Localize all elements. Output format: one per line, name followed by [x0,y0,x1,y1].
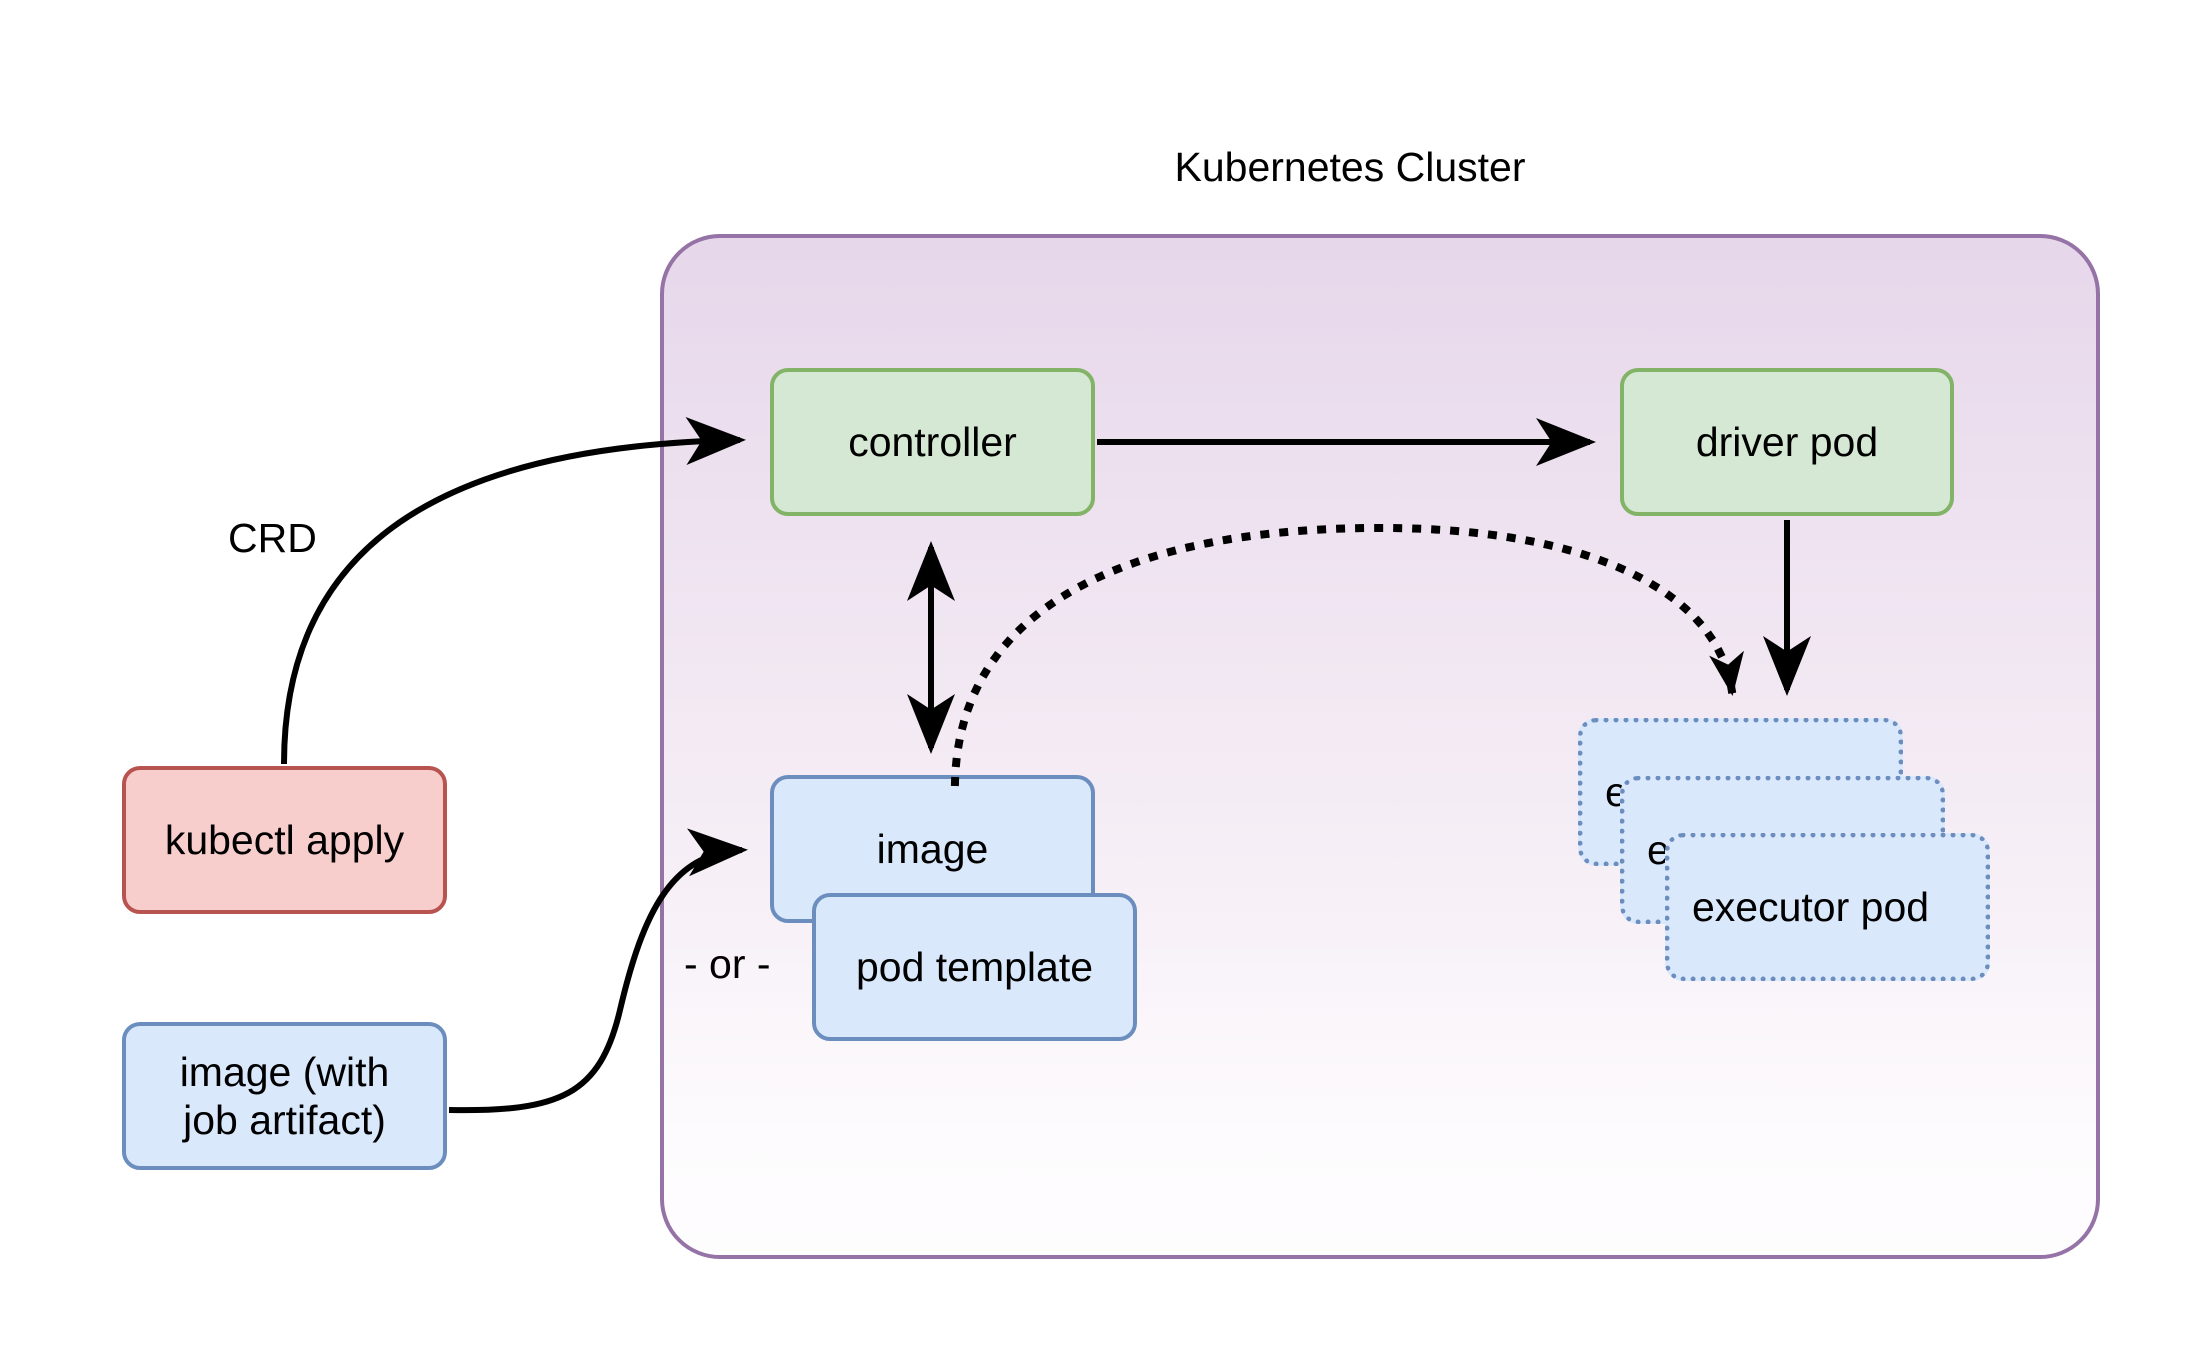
node-kubectl-apply[interactable]: kubectl apply [122,766,447,914]
edge-label-or: - or - [684,941,771,987]
node-pod-template[interactable]: pod template [812,893,1137,1041]
page-title: Kubernetes Cluster [1174,144,1526,190]
node-driver-pod[interactable]: driver pod [1620,368,1954,516]
node-image-with-job-artifact[interactable]: image (with job artifact) [122,1022,447,1170]
node-controller[interactable]: controller [770,368,1095,516]
node-executor-pod-1[interactable]: executor pod [1665,833,1990,981]
node-label-line-1: image (with [179,1048,390,1095]
edge-label-crd: CRD [228,515,317,561]
node-label-line-2: job artifact) [183,1097,386,1143]
